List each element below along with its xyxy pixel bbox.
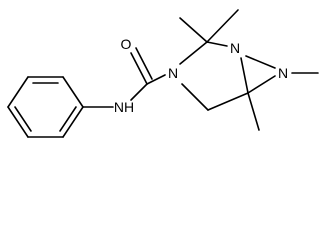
- bond-ring-double-2: [14, 106, 32, 132]
- bond-quaternary-c-methyl-n: [247, 75, 276, 94]
- bond-ring-1: [62, 76, 84, 108]
- atom-bridge-nitrogen: N: [230, 40, 240, 56]
- bond-ring-4: [7, 106, 29, 138]
- bond-bridge-n-methyl-n: [245, 55, 276, 69]
- atom-nh: NH: [114, 99, 134, 115]
- atom-oxygen: O: [121, 36, 132, 52]
- bond-ring-6: [62, 106, 84, 138]
- bond-ch2-quaternary-c: [207, 92, 249, 111]
- bond-nh-carbonyl: [130, 83, 148, 101]
- phenyl-ring: [7, 76, 84, 138]
- bond-ring-n-ch2: [181, 83, 209, 111]
- atom-methyl-nitrogen: N: [278, 65, 288, 81]
- bond-ring-double-3: [59, 106, 77, 132]
- atom-ring-nitrogen: N: [168, 65, 178, 81]
- bond-carbonyl-ring-n: [146, 74, 166, 85]
- bond-gem-methyl-right: [206, 9, 239, 43]
- molecule-structure-diagram: O NH N N N: [7, 9, 319, 138]
- bond-ring-3: [7, 76, 29, 108]
- bond-bridge-n-quaternary-c: [240, 57, 249, 94]
- bond-gem-methyl-left: [179, 17, 208, 43]
- bond-carbonyl-oxygen-2: [135, 47, 153, 80]
- bond-cme2-bridge-n: [206, 41, 228, 47]
- bond-c-methyl: [247, 92, 260, 131]
- bond-ring-n-cme2: [179, 41, 208, 65]
- bond-carbonyl-oxygen-1: [130, 52, 148, 85]
